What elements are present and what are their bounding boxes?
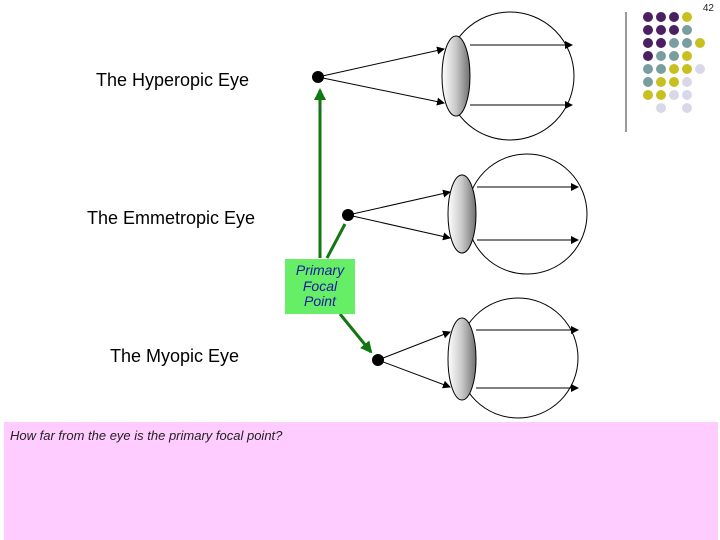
question-box: How far from the eye is the primary foca… bbox=[4, 422, 718, 540]
light-ray-top bbox=[347, 189, 451, 216]
dot-row-2 bbox=[643, 25, 692, 35]
hyperopic-eye bbox=[312, 11, 575, 141]
dot-row-7 bbox=[643, 90, 692, 100]
lens bbox=[447, 317, 477, 401]
focal-point-arrows bbox=[314, 88, 373, 354]
myopic-eye-label: The Myopic Eye bbox=[110, 346, 240, 366]
arrow-from-emmetropic bbox=[325, 223, 347, 259]
dot-row-4 bbox=[643, 51, 692, 61]
light-ray-top bbox=[377, 330, 451, 361]
light-ray-bottom bbox=[317, 76, 445, 106]
primary-focal-point-box: Primary Focal Point bbox=[285, 259, 355, 314]
light-ray-top bbox=[317, 46, 445, 78]
eyeball-outline bbox=[466, 153, 588, 275]
myopic-eye bbox=[372, 297, 579, 419]
lens bbox=[441, 35, 471, 117]
lens bbox=[447, 174, 477, 254]
light-ray-bottom bbox=[347, 214, 451, 241]
hyperopic-eye-label: The Hyperopic Eye bbox=[96, 70, 250, 90]
focal-point-dot bbox=[312, 71, 324, 83]
slide-number: 42 bbox=[702, 3, 714, 14]
arrow-to-myopic bbox=[338, 313, 373, 354]
light-ray-bottom bbox=[377, 359, 451, 389]
dot-row-8 bbox=[656, 103, 692, 113]
dot-row-6 bbox=[643, 77, 692, 87]
focal-label-line2: Focal bbox=[302, 277, 338, 294]
decorative-dot-grid bbox=[625, 12, 705, 132]
dot-row-1 bbox=[643, 12, 692, 22]
focal-label-line1: Primary bbox=[295, 262, 345, 279]
emmetropic-eye-label: The Emmetropic Eye bbox=[87, 208, 256, 228]
dot-row-5 bbox=[643, 64, 705, 74]
dot-row-3 bbox=[643, 38, 705, 48]
focal-point-dot bbox=[372, 354, 384, 366]
focal-point-dot bbox=[342, 209, 354, 221]
focal-label-line3: Point bbox=[304, 293, 336, 310]
emmetropic-eye bbox=[342, 153, 588, 275]
question-text: How far from the eye is the primary foca… bbox=[10, 428, 283, 443]
